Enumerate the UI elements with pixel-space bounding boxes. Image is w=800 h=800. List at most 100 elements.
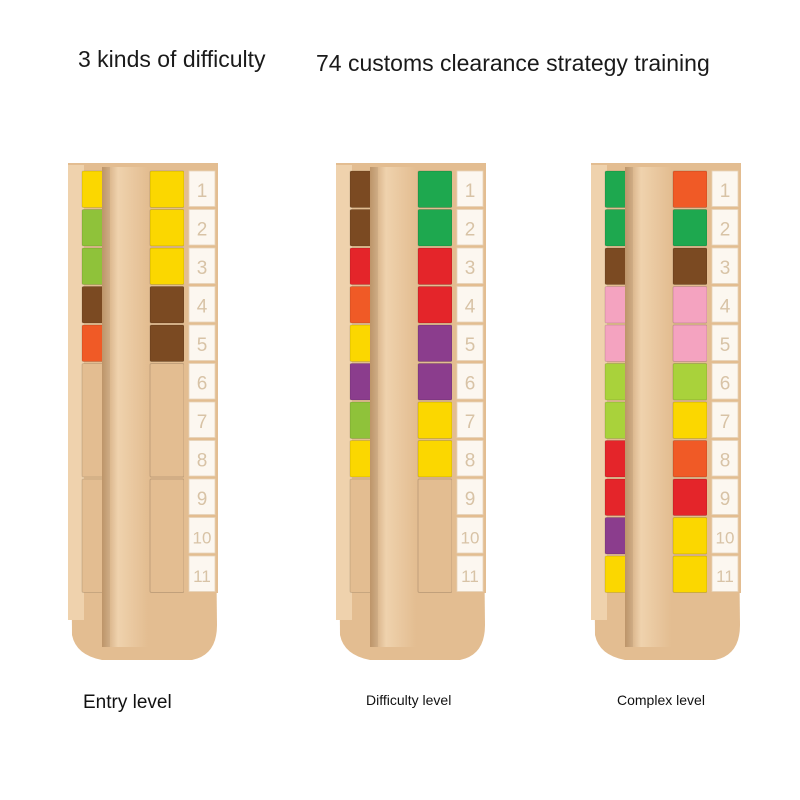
number-label: 5 bbox=[465, 335, 476, 356]
number-tile bbox=[711, 517, 739, 554]
block-right-yellow[interactable] bbox=[149, 209, 185, 247]
number-tile bbox=[188, 324, 216, 361]
block-right-purple[interactable] bbox=[417, 324, 453, 362]
block-right-orange[interactable] bbox=[672, 170, 708, 208]
number-tile bbox=[711, 555, 739, 592]
number-tile bbox=[456, 440, 484, 477]
number-label: 7 bbox=[720, 412, 731, 433]
block-right-yellow[interactable] bbox=[417, 401, 453, 439]
caption-difficulty-level: Difficulty level bbox=[366, 692, 452, 708]
block-left-green_lime[interactable] bbox=[81, 209, 105, 247]
block-left-brown[interactable] bbox=[604, 247, 628, 285]
number-tile bbox=[456, 363, 484, 400]
block-right-yellow[interactable] bbox=[672, 555, 708, 593]
number-tile bbox=[456, 247, 484, 284]
block-right-yellow[interactable] bbox=[417, 440, 453, 478]
block-right-pink[interactable] bbox=[672, 324, 708, 362]
block-right-yellow[interactable] bbox=[149, 247, 185, 285]
block-right-pink[interactable] bbox=[672, 286, 708, 324]
block-left-wood_mid[interactable] bbox=[81, 363, 105, 478]
number-label: 2 bbox=[720, 220, 731, 241]
number-label: 9 bbox=[465, 489, 476, 510]
block-left-wood_mid[interactable] bbox=[349, 478, 373, 593]
number-label: 11 bbox=[461, 567, 479, 586]
number-label: 7 bbox=[465, 412, 476, 433]
block-left-green_lime[interactable] bbox=[81, 247, 105, 285]
number-tile bbox=[711, 209, 739, 246]
number-tile bbox=[711, 247, 739, 284]
number-tile bbox=[711, 440, 739, 477]
block-left-orange[interactable] bbox=[81, 324, 105, 362]
block-right-brown[interactable] bbox=[149, 324, 185, 362]
number-tile bbox=[188, 247, 216, 284]
number-tile bbox=[188, 170, 216, 207]
number-label: 11 bbox=[716, 567, 734, 586]
block-right-yellow[interactable] bbox=[672, 517, 708, 555]
block-right-wood_mid[interactable] bbox=[417, 478, 453, 593]
block-right-red[interactable] bbox=[672, 478, 708, 516]
block-left-green[interactable] bbox=[604, 170, 628, 208]
block-left-green_lime[interactable] bbox=[349, 401, 373, 439]
number-tile bbox=[188, 555, 216, 592]
block-left-yellow[interactable] bbox=[81, 170, 105, 208]
block-left-yellow[interactable] bbox=[349, 324, 373, 362]
block-left-purple[interactable] bbox=[349, 363, 373, 401]
block-left-green[interactable] bbox=[604, 209, 628, 247]
number-label: 10 bbox=[193, 529, 212, 548]
number-label: 3 bbox=[465, 258, 476, 279]
block-left-brown[interactable] bbox=[349, 209, 373, 247]
number-tile bbox=[188, 363, 216, 400]
block-right-orange[interactable] bbox=[672, 440, 708, 478]
number-tile bbox=[711, 401, 739, 438]
block-left-pink[interactable] bbox=[604, 286, 628, 324]
block-right-brown[interactable] bbox=[149, 286, 185, 324]
block-left-pink[interactable] bbox=[604, 324, 628, 362]
block-left-wood_mid[interactable] bbox=[81, 478, 105, 593]
center-pillar bbox=[370, 167, 416, 647]
number-tile bbox=[711, 478, 739, 515]
block-right-green[interactable] bbox=[417, 170, 453, 208]
number-label: 10 bbox=[716, 529, 735, 548]
number-label: 2 bbox=[465, 220, 476, 241]
block-right-yellow[interactable] bbox=[149, 170, 185, 208]
block-right-green[interactable] bbox=[417, 209, 453, 247]
heading-strategy-training: 74 customs clearance strategy training bbox=[316, 50, 710, 76]
block-left-purple[interactable] bbox=[604, 517, 628, 555]
block-right-brown[interactable] bbox=[672, 247, 708, 285]
block-right-red[interactable] bbox=[417, 286, 453, 324]
pillar-shade bbox=[625, 167, 633, 647]
number-label: 8 bbox=[197, 451, 208, 472]
number-label: 4 bbox=[720, 297, 731, 318]
block-left-orange[interactable] bbox=[349, 286, 373, 324]
block-left-brown[interactable] bbox=[349, 170, 373, 208]
number-label: 10 bbox=[461, 529, 480, 548]
number-tile bbox=[456, 209, 484, 246]
number-label: 6 bbox=[197, 374, 208, 395]
center-pillar bbox=[625, 167, 671, 647]
block-left-red[interactable] bbox=[349, 247, 373, 285]
block-right-lime[interactable] bbox=[672, 363, 708, 401]
block-right-wood_mid[interactable] bbox=[149, 478, 185, 593]
number-tile bbox=[188, 517, 216, 554]
block-left-lime[interactable] bbox=[604, 363, 628, 401]
block-left-brown[interactable] bbox=[81, 286, 105, 324]
block-left-yellow[interactable] bbox=[604, 555, 628, 593]
number-label: 1 bbox=[197, 181, 208, 202]
number-label: 5 bbox=[197, 335, 208, 356]
block-left-red[interactable] bbox=[604, 440, 628, 478]
block-left-yellow[interactable] bbox=[349, 440, 373, 478]
block-left-lime[interactable] bbox=[604, 401, 628, 439]
number-tile bbox=[456, 286, 484, 323]
pillar-shade bbox=[102, 167, 110, 647]
block-right-green[interactable] bbox=[672, 209, 708, 247]
block-right-red[interactable] bbox=[417, 247, 453, 285]
block-right-purple[interactable] bbox=[417, 363, 453, 401]
number-tile bbox=[188, 440, 216, 477]
block-right-wood_mid[interactable] bbox=[149, 363, 185, 478]
number-label: 7 bbox=[197, 412, 208, 433]
pillar-shade bbox=[370, 167, 378, 647]
block-left-red[interactable] bbox=[604, 478, 628, 516]
block-right-yellow[interactable] bbox=[672, 401, 708, 439]
